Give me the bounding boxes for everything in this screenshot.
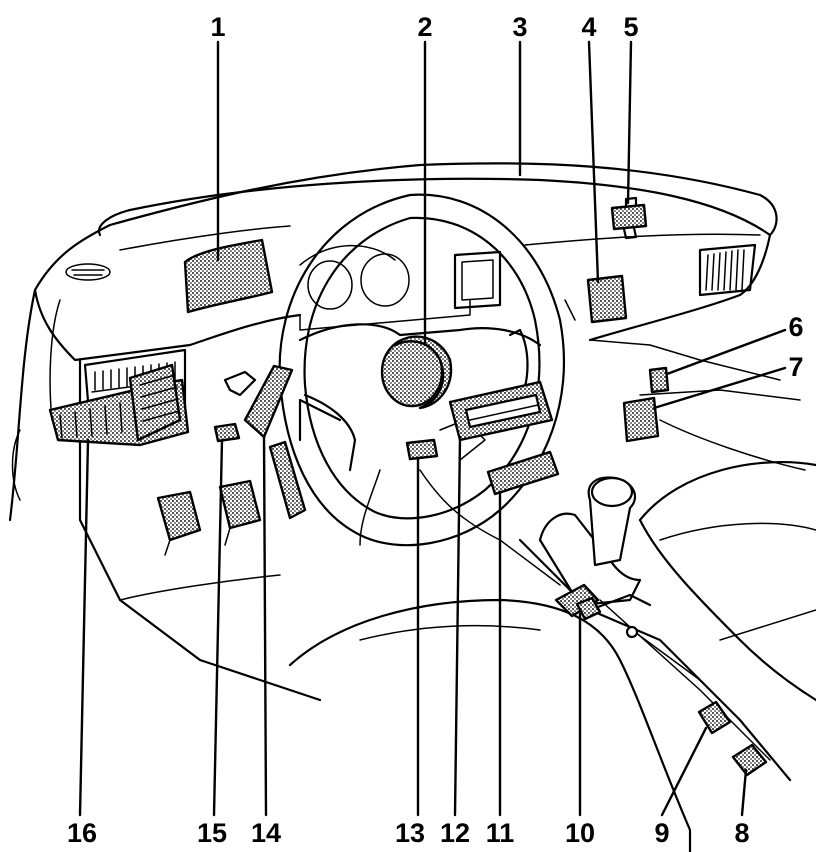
pedals	[156, 440, 307, 556]
center-console-opening	[453, 250, 502, 310]
component-5	[610, 196, 648, 240]
component-16	[48, 363, 190, 447]
callout-15: 15	[197, 818, 227, 848]
callout-12: 12	[440, 818, 470, 848]
component-10	[554, 583, 602, 621]
component-14	[243, 364, 294, 439]
callout-11: 11	[486, 818, 515, 848]
center-console	[518, 476, 792, 782]
component-7	[622, 396, 660, 443]
callout-10: 10	[565, 818, 595, 848]
driver-seat	[288, 598, 692, 852]
instrument-cluster	[299, 244, 471, 331]
component-9	[697, 700, 732, 735]
component-4	[586, 274, 628, 324]
callout-14: 14	[251, 818, 281, 848]
air-vent-right	[698, 243, 757, 297]
component-12	[448, 380, 554, 442]
callout-6: 6	[788, 312, 803, 342]
callout-1: 1	[210, 12, 225, 42]
callout-labels: 1 2 3 4 5 6 7 8 9 10 11 12 13 14 15 16	[67, 12, 804, 848]
component-1	[183, 238, 274, 314]
component-2	[380, 335, 453, 410]
callout-2: 2	[417, 12, 432, 42]
component-13	[405, 438, 439, 461]
components	[48, 196, 768, 777]
callout-16: 16	[67, 818, 97, 848]
callout-5: 5	[623, 12, 638, 42]
callout-8: 8	[734, 818, 749, 848]
callout-13: 13	[395, 818, 425, 848]
callout-7: 7	[788, 352, 803, 382]
passenger-seat	[638, 460, 816, 702]
component-15	[213, 422, 241, 443]
callout-9: 9	[654, 818, 669, 848]
component-8	[731, 743, 768, 777]
component-11	[486, 450, 560, 496]
component-6	[648, 366, 670, 394]
leader-lines	[78, 40, 787, 817]
steering-column	[223, 370, 561, 586]
callout-3: 3	[512, 12, 527, 42]
dashboard-outline	[8, 162, 806, 702]
steering-wheel	[278, 193, 565, 547]
callout-4: 4	[581, 12, 596, 42]
